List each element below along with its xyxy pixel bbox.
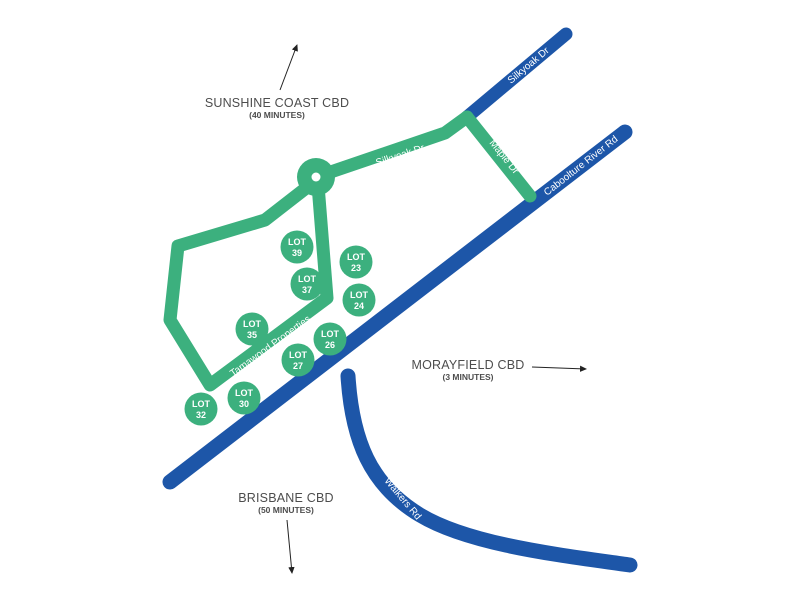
brisbane-title: BRISBANE CBD xyxy=(238,491,333,505)
lot-37-number: 37 xyxy=(302,285,312,295)
silkyoak-dr-blue-label: Silkyoak Dr xyxy=(506,45,552,86)
lot-27-prefix: LOT xyxy=(289,350,307,360)
lot-24[interactable]: LOT 24 xyxy=(342,283,376,317)
caboolture-river-rd-upper-label: Caboolture River Rd xyxy=(542,134,620,198)
lot-26[interactable]: LOT 26 xyxy=(313,322,347,356)
lot-35[interactable]: LOT 35 xyxy=(235,312,269,346)
brisbane-subtitle: (50 MINUTES) xyxy=(258,505,314,515)
lot-30-prefix: LOT xyxy=(235,388,253,398)
lot-35-prefix: LOT xyxy=(243,319,261,329)
silkyoak-dr-green-road[interactable] xyxy=(309,110,474,184)
morayfield-destination: MORAYFIELD CBD (3 MINUTES) xyxy=(412,358,587,382)
lot-24-prefix: LOT xyxy=(350,290,368,300)
sunshine-coast-title: SUNSHINE COAST CBD xyxy=(205,96,349,110)
lot-32[interactable]: LOT 32 xyxy=(184,392,218,426)
morayfield-title: MORAYFIELD CBD xyxy=(412,358,525,372)
caboolture-river-rd-road[interactable] xyxy=(162,124,633,490)
sunshine-coast-destination: SUNSHINE COAST CBD (40 MINUTES) xyxy=(205,44,349,120)
lot-27[interactable]: LOT 27 xyxy=(281,343,315,377)
silkyoak-dr-road[interactable] xyxy=(460,27,573,124)
north-arrow-icon xyxy=(279,44,298,91)
lots: LOT 39 LOT 23 LOT 37 LOT 24 LOT 35 LOT 2… xyxy=(184,230,376,426)
brisbane-destination: BRISBANE CBD (50 MINUTES) xyxy=(238,491,334,574)
morayfield-subtitle: (3 MINUTES) xyxy=(443,372,494,382)
lot-26-prefix: LOT xyxy=(321,329,339,339)
south-arrow-icon xyxy=(286,519,295,574)
lot-30[interactable]: LOT 30 xyxy=(227,381,261,415)
lot-39-prefix: LOT xyxy=(288,237,306,247)
lot-24-number: 24 xyxy=(354,301,364,311)
lot-32-number: 32 xyxy=(196,410,206,420)
green-roads xyxy=(163,110,537,392)
lot-23-number: 23 xyxy=(351,263,361,273)
east-arrow-icon xyxy=(531,365,587,372)
maple-dr-road[interactable] xyxy=(460,110,537,203)
lot-26-number: 26 xyxy=(325,340,335,350)
lot-23[interactable]: LOT 23 xyxy=(339,245,373,279)
lot-37-prefix: LOT xyxy=(298,274,316,284)
lot-23-prefix: LOT xyxy=(347,252,365,262)
blue-roads xyxy=(162,27,638,573)
lot-35-number: 35 xyxy=(247,330,257,340)
walkers-rd-road[interactable] xyxy=(340,368,638,573)
lot-39-number: 39 xyxy=(292,248,302,258)
roundabout-island xyxy=(311,172,321,182)
sunshine-coast-subtitle: (40 MINUTES) xyxy=(249,110,305,120)
lot-39[interactable]: LOT 39 xyxy=(280,230,314,264)
tamawood-properties-road[interactable] xyxy=(163,178,334,392)
lot-32-prefix: LOT xyxy=(192,399,210,409)
lot-30-number: 30 xyxy=(239,399,249,409)
lot-27-number: 27 xyxy=(293,361,303,371)
lot-37[interactable]: LOT 37 xyxy=(290,267,324,301)
